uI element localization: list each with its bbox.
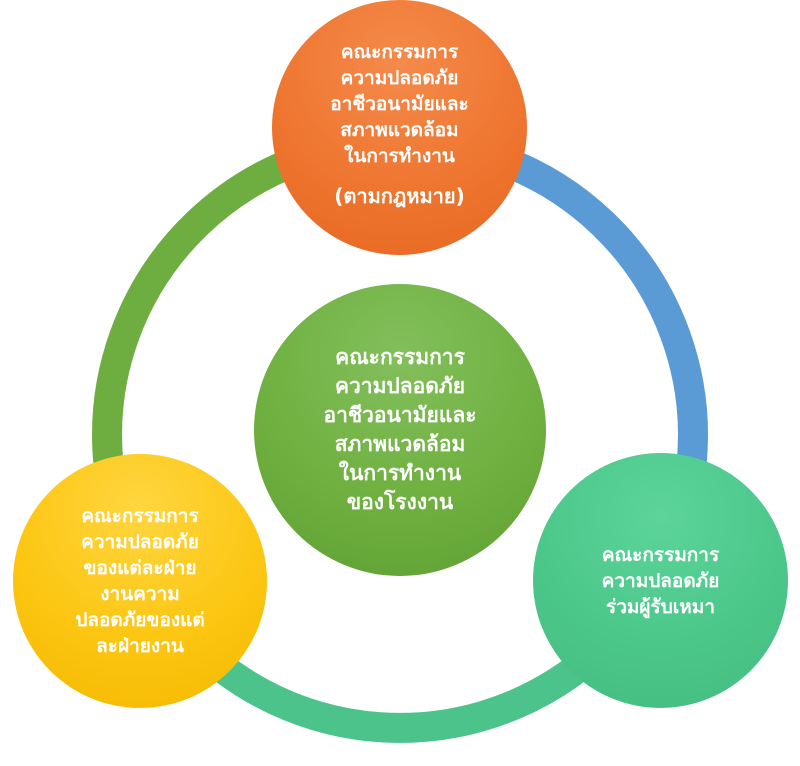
node-center-line-3: อาชีวอนามัยและ [323,403,477,427]
node-top-note: (ตามกฎหมาย) [334,183,465,208]
node-center-line-6: ของโรงงาน [346,490,454,514]
node-left-line-2: ความปลอดภัย [81,531,199,553]
node-left-line-6: ละฝ่ายงาน [96,635,184,657]
node-factory-safety-committee: คณะกรรมการ ความปลอดภัย อาชีวอนามัยและ สภ… [254,284,546,576]
node-top-line-3: อาชีวอนามัยและ [330,92,469,115]
node-contractor-safety-committee: คณะกรรมการ ความปลอดภัย ร่วมผู้รับเหมา [533,453,788,708]
node-left-line-1: คณะกรรมการ [81,505,199,527]
node-left-line-5: ปลอดภัยของแต่ [75,609,205,631]
node-top-line-1: คณะกรรมการ [340,40,459,63]
node-top-line-5: ในการทำงาน [344,144,455,167]
node-department-safety-committee: คณะกรรมการ ความปลอดภัย ของแต่ละฝ่าย งานค… [13,454,267,708]
node-center-line-4: สภาพแวดล้อม [334,432,466,456]
node-center-line-1: คณะกรรมการ [335,345,465,369]
node-top-line-2: ความปลอดภัย [340,66,459,89]
node-right-line-1: คณะกรรมการ [601,543,720,566]
node-top-line-4: สภาพแวดล้อม [340,118,459,141]
node-center-line-2: ความปลอดภัย [334,374,466,398]
node-left-line-3: ของแต่ละฝ่าย [83,557,197,579]
node-left-line-4: งานความ [100,583,180,605]
node-right-line-2: ความปลอดภัย [601,569,720,592]
node-right-line-3: ร่วมผู้รับเหมา [605,595,715,618]
node-center-line-5: ในการทำงาน [338,461,462,485]
node-legal-safety-committee: คณะกรรมการ ความปลอดภัย อาชีวอนามัยและ สภ… [272,0,527,255]
